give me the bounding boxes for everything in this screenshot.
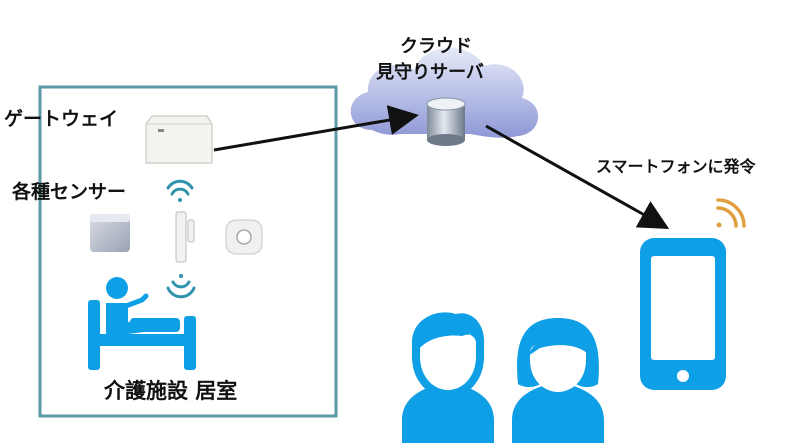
woman-icon — [512, 318, 604, 443]
sensors-label: 各種センサー — [11, 180, 126, 203]
gateway-device-icon — [145, 115, 213, 164]
wifi-icon — [716, 198, 746, 228]
arrow-gateway-to-cloud — [213, 105, 419, 152]
cloud-label-line2: 見守りサーバ — [375, 61, 484, 83]
room-frame — [38, 85, 338, 418]
room-label: 介護施設 居室 — [103, 379, 237, 403]
room-sensor-icon — [90, 214, 130, 252]
man-icon — [402, 312, 494, 443]
door-sensor-icon — [175, 211, 195, 263]
cloud-label-line1: クラウド — [400, 36, 472, 57]
motion-sensor-icon — [225, 219, 263, 255]
gateway-label: ゲートウェイ — [4, 108, 118, 130]
notify-label: スマートフォンに発令 — [596, 157, 757, 176]
smartphone-icon — [640, 238, 726, 390]
wifi-icon — [166, 179, 194, 202]
server-icon — [426, 97, 466, 146]
arrow-cloud-to-phone — [485, 124, 670, 229]
bed-person-icon — [88, 277, 196, 370]
wifi-icon — [166, 274, 196, 299]
